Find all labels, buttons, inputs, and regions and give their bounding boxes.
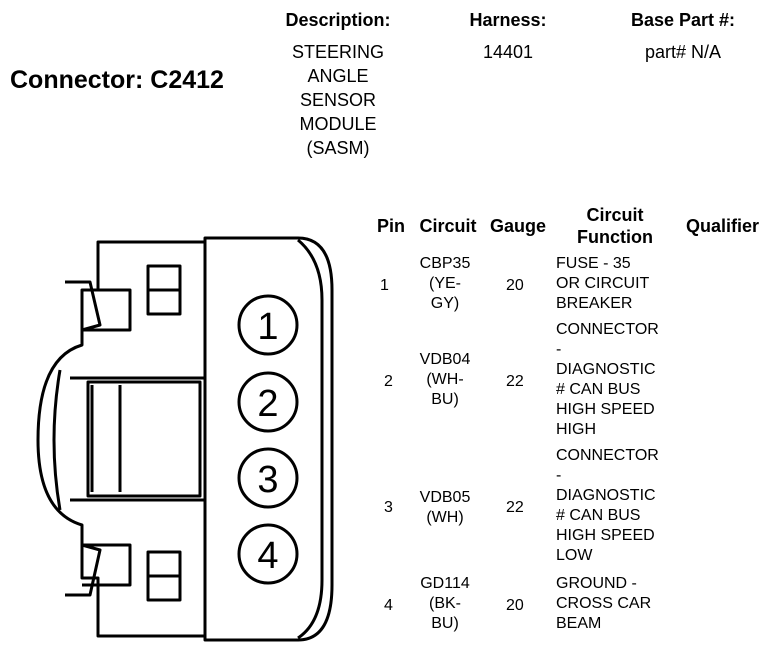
function-line: HIGH SPEED bbox=[556, 401, 655, 418]
function-line: DIAGNOSTIC bbox=[556, 361, 656, 378]
function-line: BREAKER bbox=[556, 295, 633, 312]
circuit-line: (YE- bbox=[429, 275, 461, 292]
circuit-line: BU) bbox=[431, 615, 459, 632]
header-function-line1: Circuit bbox=[586, 205, 644, 225]
row-3-circuit: VDB05 (WH) bbox=[410, 488, 480, 528]
function-line: FUSE - 35 bbox=[556, 255, 631, 272]
harness-value: 14401 bbox=[482, 42, 534, 62]
header-qualifier: Qualifier bbox=[685, 216, 760, 236]
circuit-line: GD114 bbox=[420, 575, 470, 592]
pin-3-circle bbox=[237, 447, 299, 509]
row-1-gauge: 20 bbox=[506, 277, 524, 294]
function-line: HIGH bbox=[556, 421, 596, 438]
row-4-function: GROUND - CROSS CAR BEAM bbox=[556, 574, 686, 634]
pin-2-circle bbox=[237, 371, 299, 433]
description-line: (SASM) bbox=[306, 138, 370, 158]
connector-outline bbox=[36, 236, 334, 642]
connector-title: Connector: C2412 bbox=[10, 66, 224, 94]
function-line: CROSS CAR bbox=[556, 595, 652, 612]
circuit-line: (WH) bbox=[426, 509, 464, 526]
row-1-pin: 1 bbox=[380, 277, 389, 294]
description-value: STEERING ANGLE SENSOR MODULE (SASM) bbox=[268, 40, 408, 160]
row-2-pin: 2 bbox=[384, 373, 393, 390]
pin-3-label: 3 bbox=[257, 459, 278, 501]
function-line: BEAM bbox=[556, 615, 602, 632]
circuit-line: VDB05 bbox=[419, 489, 471, 506]
base-part-label: Base Part #: bbox=[630, 10, 736, 30]
pin-1-circle bbox=[237, 294, 299, 356]
row-1-function: FUSE - 35 OR CIRCUIT BREAKER bbox=[556, 254, 686, 314]
circuit-line: (WH- bbox=[426, 371, 464, 388]
connector-face-diagram: 1 2 3 4 bbox=[36, 236, 334, 642]
function-line: CONNECTOR bbox=[556, 321, 659, 338]
function-line: OR CIRCUIT bbox=[556, 275, 650, 292]
description-line: SENSOR bbox=[299, 90, 377, 110]
header-circuit: Circuit bbox=[419, 216, 477, 236]
function-line: LOW bbox=[556, 547, 593, 564]
row-2-function: CONNECTOR - DIAGNOSTIC # CAN BUS HIGH SP… bbox=[556, 320, 686, 440]
row-4-pin: 4 bbox=[384, 597, 393, 614]
row-4-gauge: 20 bbox=[506, 597, 524, 614]
circuit-line: VDB04 bbox=[419, 351, 471, 368]
function-line: # CAN BUS bbox=[556, 507, 641, 524]
description-label: Description: bbox=[285, 10, 391, 30]
row-1-circuit: CBP35 (YE- GY) bbox=[410, 254, 480, 314]
header-gauge: Gauge bbox=[489, 216, 546, 236]
function-line: - bbox=[556, 467, 562, 484]
row-4-circuit: GD114 (BK- BU) bbox=[410, 574, 480, 634]
circuit-line: BU) bbox=[431, 391, 459, 408]
pin-4-circle bbox=[237, 523, 299, 585]
header-function-line2: Function bbox=[577, 227, 653, 247]
pin-1-label: 1 bbox=[257, 306, 278, 348]
row-3-function: CONNECTOR - DIAGNOSTIC # CAN BUS HIGH SP… bbox=[556, 446, 686, 566]
base-part-value: part# N/A bbox=[644, 42, 722, 62]
description-line: ANGLE bbox=[307, 66, 369, 86]
circuit-line: CBP35 bbox=[419, 255, 471, 272]
harness-label: Harness: bbox=[469, 10, 547, 30]
row-2-gauge: 22 bbox=[506, 373, 524, 390]
function-line: HIGH SPEED bbox=[556, 527, 655, 544]
pin-4-label: 4 bbox=[257, 535, 278, 577]
circuit-line: (BK- bbox=[429, 595, 461, 612]
function-line: GROUND - bbox=[556, 575, 637, 592]
row-3-pin: 3 bbox=[384, 499, 393, 516]
header-function: Circuit Function bbox=[560, 204, 670, 248]
description-line: MODULE bbox=[299, 114, 377, 134]
function-line: DIAGNOSTIC bbox=[556, 487, 656, 504]
description-line: STEERING bbox=[291, 42, 384, 62]
function-line: CONNECTOR bbox=[556, 447, 659, 464]
circuit-line: GY) bbox=[430, 295, 460, 312]
pin-2-label: 2 bbox=[257, 383, 278, 425]
row-2-circuit: VDB04 (WH- BU) bbox=[410, 350, 480, 410]
function-line: - bbox=[556, 341, 562, 358]
function-line: # CAN BUS bbox=[556, 381, 641, 398]
row-3-gauge: 22 bbox=[506, 499, 524, 516]
header-pin: Pin bbox=[376, 216, 405, 236]
